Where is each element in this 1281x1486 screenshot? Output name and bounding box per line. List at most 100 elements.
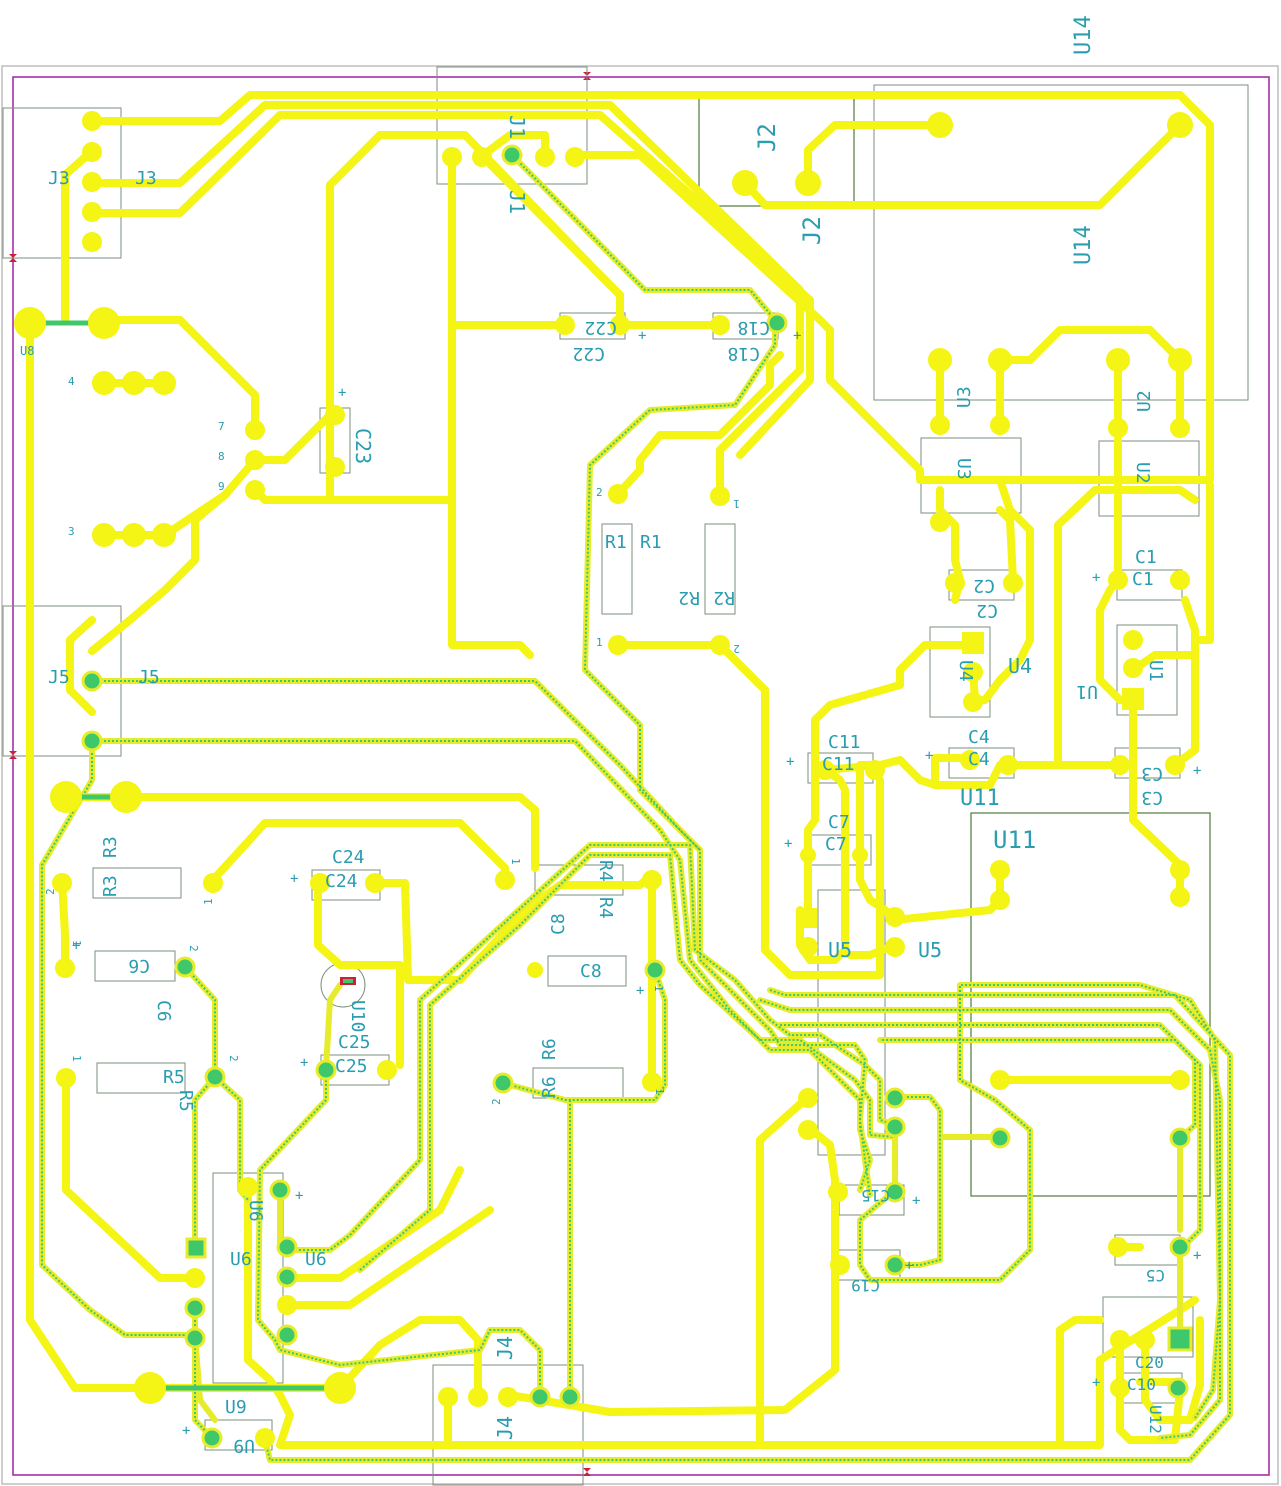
label-u3a: U3: [954, 386, 975, 408]
label-c1a: C1: [1135, 547, 1157, 568]
label-r2a: R2: [678, 587, 700, 608]
label-u4a: U4: [955, 660, 976, 682]
label-u6a: U6: [245, 1200, 266, 1222]
plus-c6: +: [72, 938, 80, 954]
pin-label-r2-2: 2: [733, 642, 740, 655]
label-j5b: J5: [138, 667, 160, 688]
pin-label-r6-2: 2: [490, 1098, 503, 1105]
plus-c1: +: [1092, 570, 1100, 586]
hatched-trace-layer: [30, 152, 1233, 1463]
silkscreen-labels: U14 U14 J2 J2 J3 J3 J1 J1 U8 C22 C22 C18…: [20, 15, 1166, 1456]
label-u9b: U9: [233, 1435, 255, 1456]
u10-marker: [340, 977, 356, 985]
plus-c25: +: [300, 1055, 308, 1071]
label-c19: C19: [851, 1276, 880, 1295]
label-c24b: C24: [325, 871, 358, 892]
label-c5: C5: [1146, 1266, 1165, 1285]
pin-label-r6-1: 1: [653, 1088, 666, 1095]
pin-label-r4-1: 1: [509, 858, 522, 865]
label-c7b: C7: [825, 834, 847, 855]
label-c18b: C18: [727, 343, 760, 364]
label-r4a: R4: [595, 860, 616, 882]
plus-c23: +: [338, 385, 346, 401]
label-c8a: C8: [548, 913, 569, 935]
plus-c18: +: [793, 328, 801, 344]
pin-label-c6-1: 1: [70, 940, 83, 947]
label-r3b: R3: [100, 875, 121, 897]
pads: [14, 111, 1193, 1448]
label-u6c: U6: [305, 1249, 327, 1270]
vias: [81, 144, 1193, 1449]
board-keepout: [12, 76, 1270, 1476]
label-u5b: U5: [918, 938, 942, 962]
label-c8b: C8: [580, 961, 602, 982]
label-r2b: R2: [713, 587, 735, 608]
pin-label-r3-2: 2: [44, 888, 57, 895]
pin-label-r5-2: 2: [227, 1055, 240, 1062]
label-u10: U10: [347, 1000, 368, 1033]
label-j4a: J4: [493, 1336, 517, 1360]
label-c18a: C18: [737, 317, 770, 338]
polarity-marks: + + + + + + + + + + + + + + + + + +: [72, 328, 1201, 1439]
label-c3a: C3: [1141, 763, 1163, 784]
label-u3b: U3: [953, 458, 974, 480]
label-c4b: C4: [968, 749, 990, 770]
plus-c24: +: [290, 871, 298, 887]
pin-label-9: 9: [218, 480, 225, 493]
label-u14-top: U14: [1071, 15, 1096, 55]
label-u5a: U5: [828, 938, 852, 962]
board-markers: [9, 72, 591, 1476]
plus-c5: +: [1193, 1248, 1201, 1264]
label-u11a: U11: [960, 786, 1000, 811]
label-u4b: U4: [1008, 654, 1032, 678]
label-c4a: C4: [968, 727, 990, 748]
label-c25a: C25: [338, 1032, 371, 1053]
label-u12: U12: [1146, 1405, 1165, 1434]
plus-c22: +: [638, 328, 646, 344]
label-u6b: U6: [230, 1249, 252, 1270]
label-c24a: C24: [332, 847, 365, 868]
label-c6b: C6: [153, 1000, 174, 1022]
label-j2a: J2: [753, 123, 781, 152]
plus-c11: +: [786, 754, 794, 770]
pin-label-r1-2: 2: [596, 486, 603, 499]
pin-label-r1-1: 1: [596, 636, 603, 649]
board-outer-edge: [1, 65, 1279, 1485]
label-j5a: J5: [48, 667, 70, 688]
label-r5b: R5: [175, 1090, 196, 1112]
label-u9a: U9: [225, 1397, 247, 1418]
pin-label-c8-1: 1: [652, 985, 665, 992]
plus-c4: +: [925, 748, 933, 764]
label-u11b: U11: [993, 826, 1036, 854]
label-r3a: R3: [100, 836, 121, 858]
label-c10: C10: [1127, 1375, 1156, 1394]
label-r4b: R4: [595, 897, 616, 919]
label-u1a: U1: [1076, 681, 1098, 702]
label-c15: C15: [861, 1186, 890, 1205]
label-u14: U14: [1071, 225, 1096, 265]
label-r1a: R1: [605, 532, 627, 553]
pin-numbers: 4 3 7 8 9 2 1 1 2 2 1 1 1 2 1 1 2 2 1: [44, 375, 740, 1105]
label-c22b: C22: [572, 343, 605, 364]
label-r1b: R1: [640, 532, 662, 553]
label-c1b: C1: [1132, 569, 1154, 590]
label-j2b: J2: [798, 216, 826, 245]
pin-label-r5-1: 1: [70, 1055, 83, 1062]
pin-label-r2-1: 1: [733, 497, 740, 510]
label-u1b: U1: [1145, 660, 1166, 682]
label-c6a: C6: [128, 955, 150, 976]
plus-c10: +: [1092, 1375, 1100, 1391]
label-c22a: C22: [584, 317, 617, 338]
label-j3a: J3: [48, 168, 70, 189]
label-c23: C23: [351, 428, 375, 464]
label-c7a: C7: [828, 812, 850, 833]
plus-c8: +: [636, 983, 644, 999]
label-c20: C20: [1135, 1353, 1164, 1372]
pin-label-8: 8: [218, 450, 225, 463]
plus-u6: +: [295, 1188, 303, 1204]
label-c2a: C2: [973, 575, 995, 596]
plus-c19: +: [905, 1258, 913, 1274]
label-j3b: J3: [135, 168, 157, 189]
label-r6a: R6: [539, 1038, 560, 1060]
